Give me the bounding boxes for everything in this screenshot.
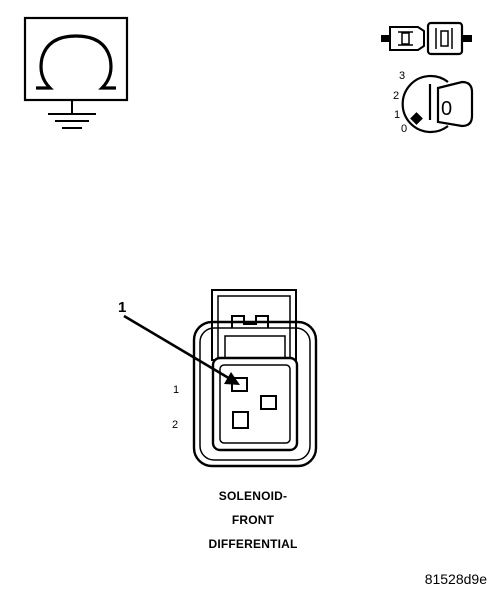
caption-line-1: SOLENOID-	[219, 489, 287, 503]
ignition-position-2: 2	[393, 90, 399, 102]
pin-label-2: 2	[172, 419, 178, 431]
ignition-position-0: 0	[401, 123, 407, 135]
ohmmeter-ground-icon	[23, 16, 129, 129]
pin-label-1: 1	[173, 384, 179, 396]
figure-id: 81528d9e	[425, 571, 488, 587]
callout-number: 1	[118, 299, 126, 316]
callout: 1	[118, 299, 240, 385]
ignition-key-off-icon: 3 2 1 0 0	[393, 70, 474, 135]
ignition-position-1: 1	[394, 109, 400, 121]
cavity-3	[260, 395, 277, 410]
ignition-position-3: 3	[399, 70, 405, 82]
caption-line-2: FRONT	[232, 513, 275, 527]
connector-face	[192, 289, 318, 468]
cavity-2	[232, 411, 249, 429]
caption-line-3: DIFFERENTIAL	[208, 537, 297, 551]
connector-disconnected-icon	[381, 21, 472, 56]
key-label: 0	[441, 98, 452, 120]
